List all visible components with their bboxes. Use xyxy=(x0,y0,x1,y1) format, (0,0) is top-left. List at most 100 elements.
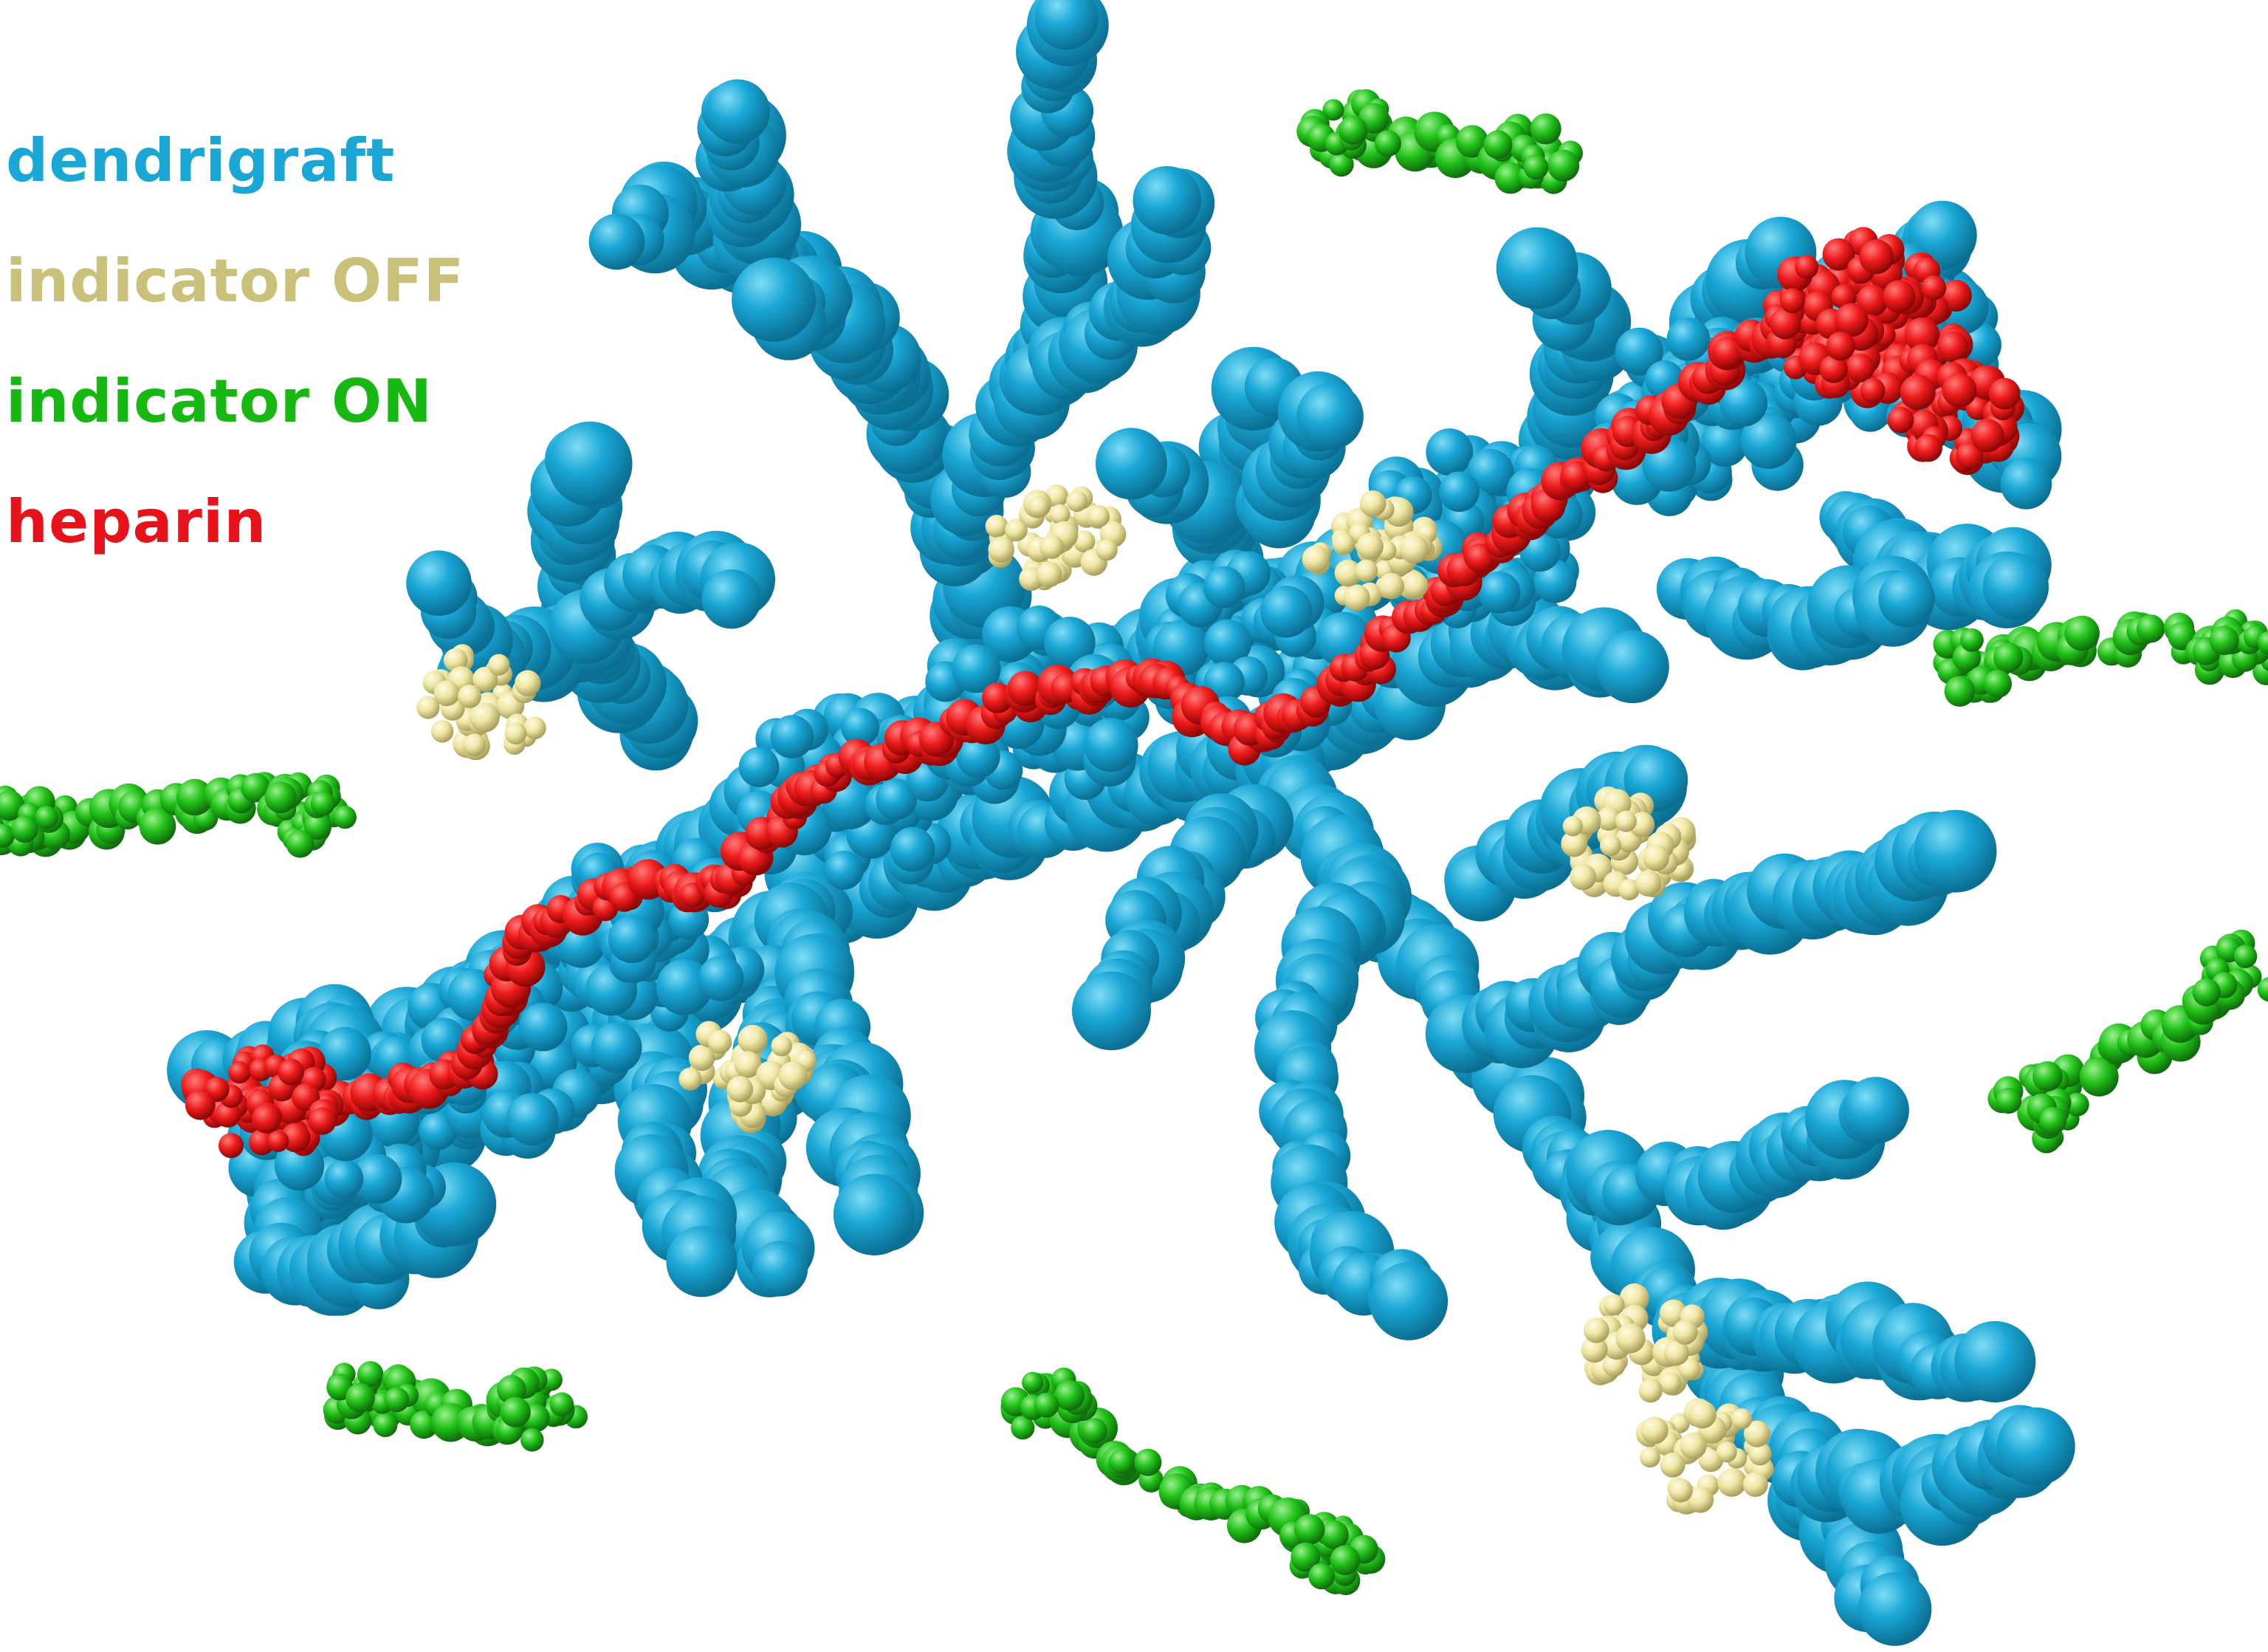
dendrigraft-bead xyxy=(956,734,1000,778)
indicator-on-bead xyxy=(303,812,331,840)
indicator-off-bead xyxy=(472,666,498,693)
dendrigraft-bead xyxy=(506,1093,559,1146)
indicator-off-bead xyxy=(1561,830,1588,857)
indicator-on-bead xyxy=(139,808,176,845)
dendrigraft-bead xyxy=(656,959,712,1015)
indicator-off-bead xyxy=(1660,1372,1682,1394)
indicator-on-bead xyxy=(1494,162,1527,194)
indicator-off-bead xyxy=(1742,1472,1768,1498)
heparin-bead xyxy=(185,1089,216,1120)
dendrigraft-bead xyxy=(833,1173,915,1255)
indicator-off-bead xyxy=(470,702,500,733)
indicator-off-bead xyxy=(1604,1294,1625,1316)
indicator-off-bead xyxy=(1687,1486,1714,1513)
indicator-off-bead xyxy=(1688,1400,1717,1429)
heparin-bead xyxy=(1846,353,1874,383)
heparin-bead xyxy=(1856,284,1889,317)
indicator-on-bead xyxy=(1319,1520,1349,1549)
heparin-bead xyxy=(1795,255,1819,279)
indicator-on-bead xyxy=(1996,1088,2022,1114)
indicator-on-bead xyxy=(1483,130,1513,160)
indicator-on-bead xyxy=(1455,125,1488,158)
dendrigraft-bead xyxy=(705,79,770,144)
heparin-bead xyxy=(215,1101,241,1128)
dendrigraft-bead xyxy=(1044,617,1096,668)
indicator-off-bead xyxy=(444,648,468,673)
dendrigraft-bead xyxy=(1701,419,1749,467)
indicator-on-bead xyxy=(1547,149,1580,182)
indicator-off-bead xyxy=(1678,1358,1701,1381)
dendrigraft-bead xyxy=(1260,586,1313,638)
indicator-on-bead xyxy=(2192,978,2221,1007)
dendrigraft-bead xyxy=(608,915,656,964)
dendrigraft-bead xyxy=(698,956,744,1001)
indicator-on-bead xyxy=(1375,130,1401,157)
dendrigraft-bead xyxy=(1296,383,1364,450)
indicator-off-bead xyxy=(1635,870,1662,897)
heparin-bead xyxy=(1942,373,1977,408)
legend-indicator-off: indicator OFF xyxy=(6,247,465,315)
indicator-on-bead xyxy=(1022,1371,1044,1394)
indicator-off-bead xyxy=(1615,1323,1646,1354)
dendrigraft-bead xyxy=(2000,458,2052,510)
heparin-bead xyxy=(1835,303,1869,337)
indicator-off-bead xyxy=(1073,530,1096,552)
dendrigraft-bead xyxy=(1439,471,1480,513)
dendrigraft-bead xyxy=(738,747,780,787)
indicator-off-bead xyxy=(1005,518,1028,541)
indicator-on-bead xyxy=(1291,1542,1321,1572)
indicator-off-bead xyxy=(1302,545,1330,573)
dendrigraft-bead xyxy=(890,826,935,872)
indicator-off-bead xyxy=(1731,1408,1753,1430)
indicator-off-bead xyxy=(1050,504,1071,525)
indicator-on-bead xyxy=(1993,642,2024,673)
indicator-off-bead xyxy=(985,515,1008,538)
dendrigraft-bead xyxy=(351,1154,402,1204)
indicator-off-bead xyxy=(1332,532,1355,555)
indicator-off-bead xyxy=(1638,1379,1663,1403)
indicator-on-bead xyxy=(11,815,38,843)
dendrigraft-bead xyxy=(1719,378,1768,427)
indicator-off-bead xyxy=(1640,1447,1660,1468)
indicator-off-bead xyxy=(1344,584,1370,611)
indicator-on-bead xyxy=(310,791,335,816)
dendrigraft-bead xyxy=(1615,327,1663,376)
heparin-bead xyxy=(1860,377,1886,403)
indicator-off-bead xyxy=(433,680,460,707)
heparin-bead xyxy=(1939,279,1972,312)
dendrigraft-bead xyxy=(1982,553,2049,620)
dendrigraft-bead xyxy=(588,213,645,270)
indicator-on-bead xyxy=(1944,676,1976,707)
indicator-on-bead xyxy=(549,1392,574,1416)
dendrigraft-bead xyxy=(591,1022,642,1073)
heparin-bead xyxy=(1988,377,2021,410)
indicator-off-bead xyxy=(1096,539,1118,561)
indicator-off-bead xyxy=(458,685,481,708)
indicator-off-bead xyxy=(678,1067,702,1091)
dendrigraft-bead xyxy=(1842,1077,1909,1144)
heparin-bead xyxy=(1921,275,1947,301)
indicator-off-bead xyxy=(1400,534,1429,564)
indicator-off-bead xyxy=(1356,532,1384,560)
heparin-bead xyxy=(1937,331,1969,363)
dendrigraft-bead xyxy=(841,707,880,747)
indicator-on-bead xyxy=(2233,945,2258,968)
indicator-off-bead xyxy=(1334,559,1362,587)
heparin-bead xyxy=(1970,419,2004,453)
indicator-off-bead xyxy=(1036,561,1062,588)
indicator-on-bead xyxy=(333,806,357,829)
dendrigraft-bead xyxy=(1740,413,1797,469)
heparin-bead xyxy=(1904,317,1940,353)
indicator-off-bead xyxy=(1581,1336,1608,1363)
dendrigraft-bead xyxy=(752,1241,808,1297)
indicator-off-bead xyxy=(1378,572,1405,600)
indicator-off-bead xyxy=(1663,1340,1689,1365)
indicator-off-bead xyxy=(1643,844,1670,871)
legend: dendrigraft indicator OFF indicator ON h… xyxy=(6,126,523,607)
heparin-bead xyxy=(1900,374,1936,411)
indicator-on-bead xyxy=(1134,1448,1162,1476)
indicator-off-bead xyxy=(726,1075,754,1103)
indicator-on-bead xyxy=(176,778,213,816)
dendrigraft-bead xyxy=(406,550,472,616)
